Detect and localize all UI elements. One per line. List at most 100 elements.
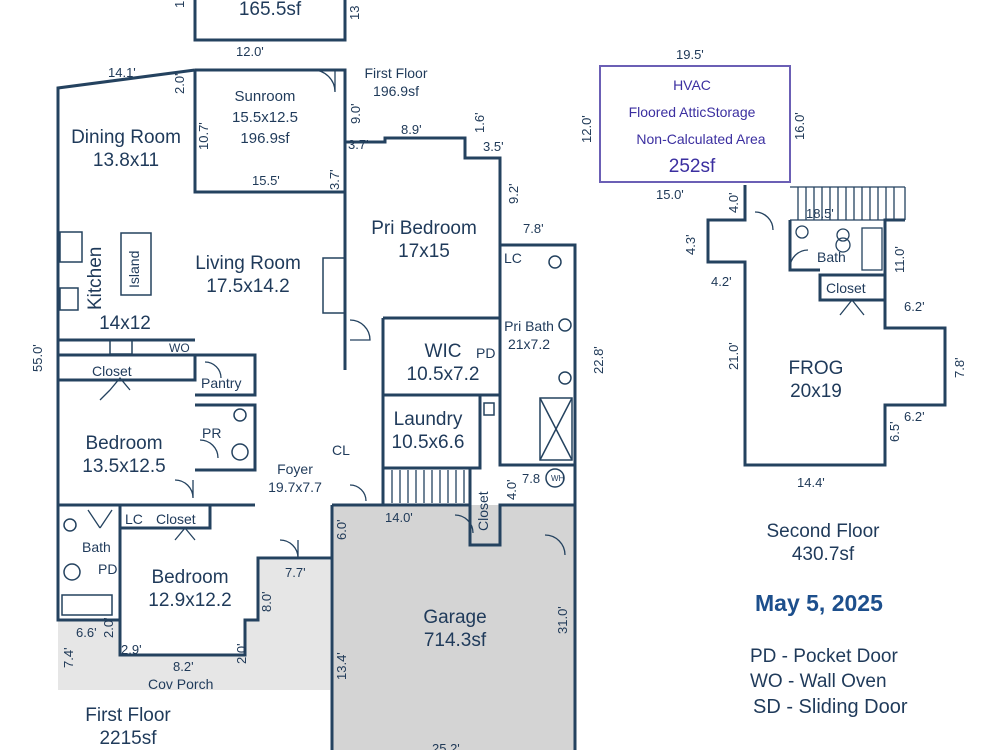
dim-6-0: 6.0' <box>334 519 349 540</box>
dim-55-0: 55.0' <box>30 344 45 372</box>
first-floor-top-name: First Floor <box>364 65 428 81</box>
dim-14-1: 14.1' <box>108 65 136 80</box>
pantry-tag: Pantry <box>201 375 242 391</box>
bedroom-bottom-size: 12.9x12.2 <box>148 590 232 611</box>
dim-7-7: 7.7' <box>285 565 306 580</box>
living-size: 17.5x14.2 <box>206 276 290 297</box>
cl-tag: CL <box>332 442 350 458</box>
first-floor-outer-wall <box>56 68 334 657</box>
legend-pd: PD - Pocket Door <box>750 646 898 667</box>
second-floor-area: 430.7sf <box>791 544 855 565</box>
bedroom-left-size: 13.5x12.5 <box>82 456 166 477</box>
pd-tag-2: PD <box>98 561 118 577</box>
dim-14-4: 14.4' <box>797 475 825 490</box>
pd-tag-1: PD <box>476 345 496 361</box>
sunroom-size: 15.5x12.5 <box>232 109 298 126</box>
plan-date: May 5, 2025 <box>755 590 883 616</box>
second-floor-label: Second Floor 430.7sf <box>766 520 879 566</box>
bedroom-left-name: Bedroom <box>85 433 163 454</box>
dim-25-2: 25.2' <box>432 741 460 750</box>
sunroom-area: 196.9sf <box>240 130 290 147</box>
pri-bedroom-size: 17x15 <box>398 241 450 262</box>
garage-area: 714.3sf <box>423 630 487 651</box>
dim-3-5: 3.5' <box>483 139 504 154</box>
laundry-label: Laundry 10.5x6.6 <box>392 408 465 454</box>
dim-4-0b: 4.0' <box>726 192 741 213</box>
dim-2-9: 2.9' <box>121 642 142 657</box>
island-label: Island <box>126 250 142 288</box>
closet-tag-3: Closet <box>475 491 491 531</box>
lc-tag-2: LC <box>125 511 143 527</box>
dim-3-7b: 3.7' <box>327 169 342 190</box>
bedroom-bottom-name: Bedroom <box>151 567 229 588</box>
foyer-size: 19.7x7.7 <box>268 479 322 495</box>
dim-16-0: 16.0' <box>792 112 807 140</box>
dim-7-8a: 7.8' <box>523 221 544 236</box>
dim-11-0: 11.0' <box>892 246 907 273</box>
dim-31-0: 31.0' <box>555 606 570 634</box>
top-room-wall <box>193 0 347 42</box>
wh-tag: WH <box>551 474 565 483</box>
wic-label: WIC 10.5x7.2 <box>407 340 480 386</box>
first-floor-area: 2215sf <box>99 728 157 749</box>
first-floor-name: First Floor <box>85 705 171 726</box>
legend-wo: WO - Wall Oven <box>750 671 887 692</box>
pri-bedroom-name: Pri Bedroom <box>371 218 477 239</box>
pri-bedroom-label: Pri Bedroom 17x15 <box>371 217 477 263</box>
hvac-line2: Floored AtticStorage <box>628 104 756 120</box>
pri-bath-size: 21x7.2 <box>507 336 551 352</box>
dim-22-8: 22.8' <box>591 346 606 374</box>
dim-12-0-top: 12.0' <box>236 44 264 59</box>
bedroom-bottom-label: Bedroom 12.9x12.2 <box>148 566 231 612</box>
dining-size: 13.8x11 <box>92 150 160 171</box>
lc-tag-1: LC <box>504 250 522 266</box>
hvac-line1: HVAC <box>673 77 711 93</box>
stairs-first <box>391 470 465 503</box>
porch-floor <box>58 560 330 690</box>
dim-12-0: 12.0' <box>579 115 594 143</box>
dim-8-2: 8.2' <box>173 659 194 674</box>
dim-19-5: 19.5' <box>676 47 704 62</box>
dim-15-5: 15.5' <box>252 173 280 188</box>
dim-6-5: 6.5' <box>887 421 902 442</box>
cov-porch-tag: Cov Porch <box>148 676 214 692</box>
first-floor-top-area: 196.9sf <box>373 83 419 99</box>
dim-6-2b: 6.2' <box>904 409 925 424</box>
closet-tag-2: Closet <box>156 511 196 527</box>
dim-14-0: 14.0' <box>385 510 413 525</box>
stairs-second <box>790 186 906 221</box>
dim-2-0b: 2.0' <box>101 617 116 638</box>
dim-7-4: 7.4' <box>61 647 76 668</box>
foyer-name: Foyer <box>277 461 313 477</box>
pr-tag: PR <box>202 425 222 441</box>
dim-9-0: 9.0' <box>348 103 363 124</box>
wic-size: 10.5x7.2 <box>406 364 480 385</box>
living-label: Living Room 17.5x14.2 <box>195 252 301 298</box>
dim-4-0a: 4.0' <box>504 479 519 500</box>
garage-floor <box>332 505 575 750</box>
dim-7-8b: 7.8 <box>522 471 541 486</box>
frog-name: FROG <box>788 358 844 379</box>
dim-2-0c: 2.0' <box>234 643 249 664</box>
dim-4-3: 4.3' <box>683 234 698 255</box>
closet-tag-4: Closet <box>826 280 866 296</box>
dim-18-5: 18.5' <box>806 206 834 221</box>
door-swings <box>87 69 566 559</box>
dim-10-7: 10.7' <box>196 122 211 150</box>
legend-sd: SD - Sliding Door <box>753 696 908 718</box>
dim-2-0a: 2.0' <box>172 73 187 94</box>
hvac-text: HVAC Floored AtticStorage Non-Calculated… <box>618 72 766 180</box>
pri-bath-name: Pri Bath <box>504 318 554 334</box>
bedroom-left-label: Bedroom 13.5x12.5 <box>82 432 165 478</box>
hvac-area: 252sf <box>668 156 716 177</box>
dining-label: Dining Room 13.8x11 <box>71 126 181 172</box>
fixtures <box>59 231 573 616</box>
dining-name: Dining Room <box>71 127 181 148</box>
dim-9-2: 9.2' <box>506 183 521 204</box>
first-floor-label: First Floor 2215sf <box>85 704 171 750</box>
kitchen-name: Kitchen <box>85 246 106 310</box>
second-floor-fixtures <box>754 211 883 316</box>
living-name: Living Room <box>195 253 301 274</box>
pr-wall <box>195 403 257 472</box>
